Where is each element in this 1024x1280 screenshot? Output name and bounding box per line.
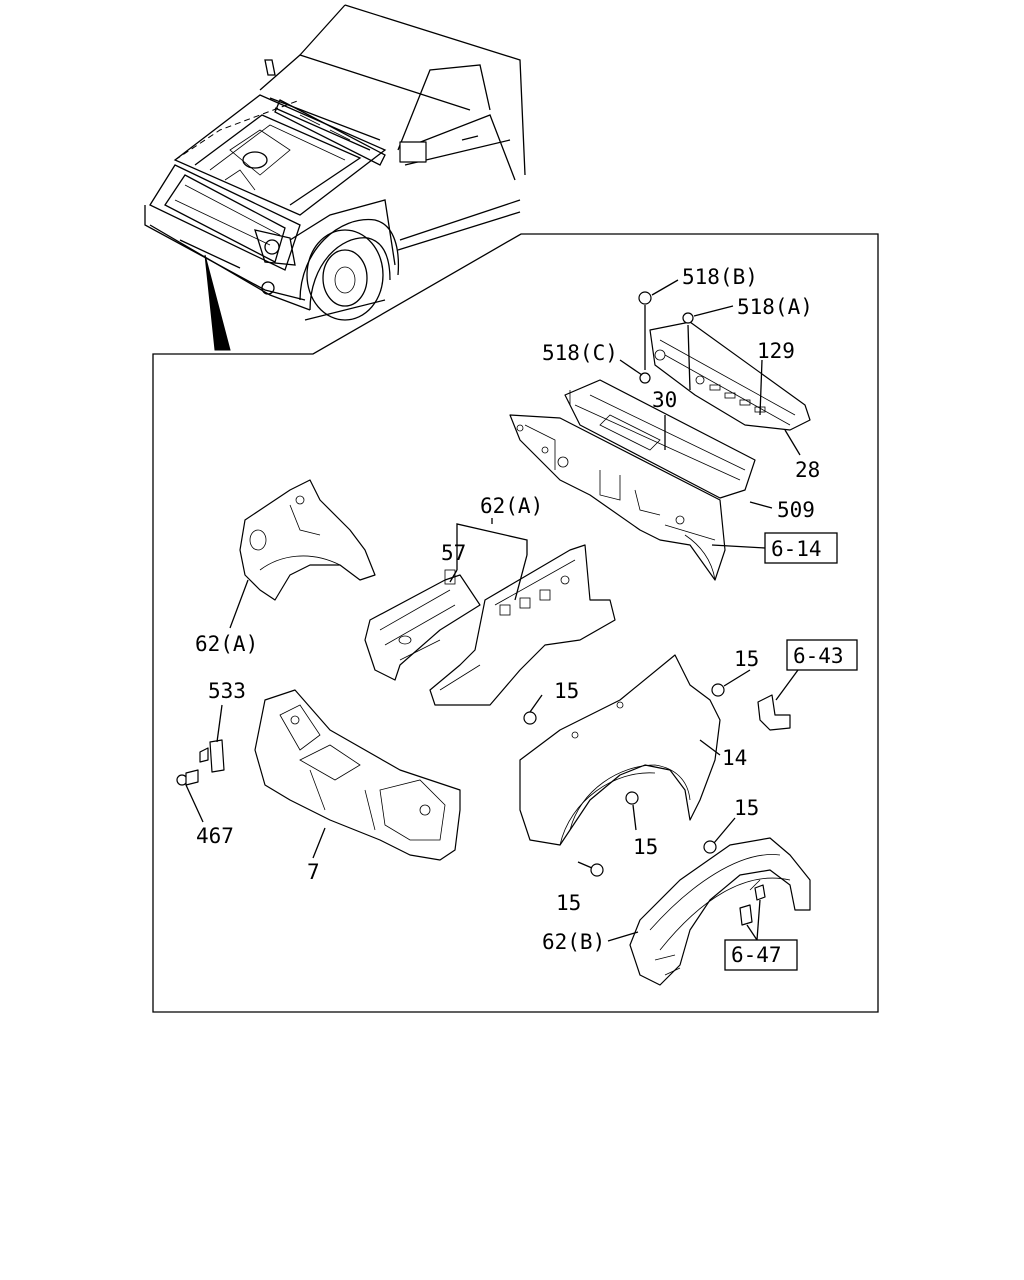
ref-box-6-14 (764, 532, 838, 564)
leader-lines (185, 279, 801, 942)
bolt-icon (590, 863, 604, 877)
label-7: 7 (307, 860, 320, 884)
label-ref-6-47: 6-47 (731, 943, 782, 967)
label-129: 129 (757, 339, 795, 363)
callout-wedge (204, 254, 231, 351)
cowl-panel-drawing (564, 379, 756, 499)
cowl-top-panel-drawing (649, 321, 811, 431)
bolt-icon (523, 711, 537, 725)
label-467: 467 (196, 824, 234, 848)
label-62b: 62(B) (542, 930, 605, 954)
label-518c: 518(C) (542, 341, 618, 365)
bolt-icon (703, 840, 717, 854)
dash-panel-drawing (509, 414, 726, 581)
label-ref-6-14: 6-14 (771, 537, 822, 561)
bracket-643-drawing (757, 694, 791, 731)
label-533: 533 (208, 679, 246, 703)
ref-box-6-47 (724, 939, 798, 971)
fastener-467-drawing (176, 769, 199, 786)
clip-533-drawing (199, 739, 225, 773)
diagram-frame (152, 233, 879, 1013)
label-15-upper-right: 15 (734, 647, 759, 671)
label-57: 57 (441, 541, 466, 565)
apron-reinforcement-drawing (429, 544, 616, 706)
bolt-icon (711, 683, 725, 697)
label-30: 30 (652, 388, 677, 412)
clip-647-drawing (739, 884, 766, 926)
label-518a: 518(A) (737, 295, 813, 319)
label-518b: 518(B) (682, 265, 758, 289)
label-509: 509 (777, 498, 815, 522)
vehicle-overview-drawing (144, 4, 526, 321)
front-fender-drawing (519, 654, 721, 846)
clip-518b-icon (638, 291, 652, 305)
bolt-icon (625, 791, 639, 805)
clip-518c-icon (639, 372, 651, 384)
fender-liner-drawing (629, 837, 811, 986)
label-14: 14 (722, 746, 747, 770)
fender-apron-left-drawing (239, 479, 376, 601)
label-62a-top: 62(A) (480, 494, 543, 518)
clip-518a-icon (682, 312, 694, 324)
label-ref-6-43: 6-43 (793, 644, 844, 668)
label-15-upper-left: 15 (554, 679, 579, 703)
label-28: 28 (795, 458, 820, 482)
label-15-right: 15 (734, 796, 759, 820)
label-62a-left: 62(A) (195, 632, 258, 656)
radiator-support-drawing (254, 689, 461, 861)
label-15-center: 15 (633, 835, 658, 859)
ref-box-6-43 (786, 639, 858, 671)
label-15-bottom: 15 (556, 891, 581, 915)
